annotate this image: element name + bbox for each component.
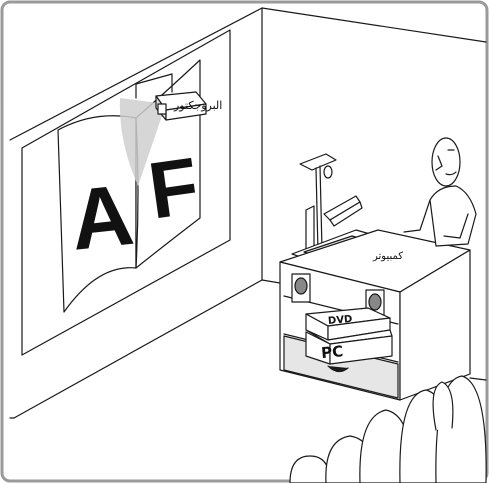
pc-label: PC xyxy=(320,342,344,362)
dvd-label: DVD xyxy=(328,314,353,327)
computer-label: كمبيوتر xyxy=(372,251,403,262)
screen-letter-a: A xyxy=(66,167,138,269)
projector-label: البروجكتور xyxy=(173,99,222,112)
